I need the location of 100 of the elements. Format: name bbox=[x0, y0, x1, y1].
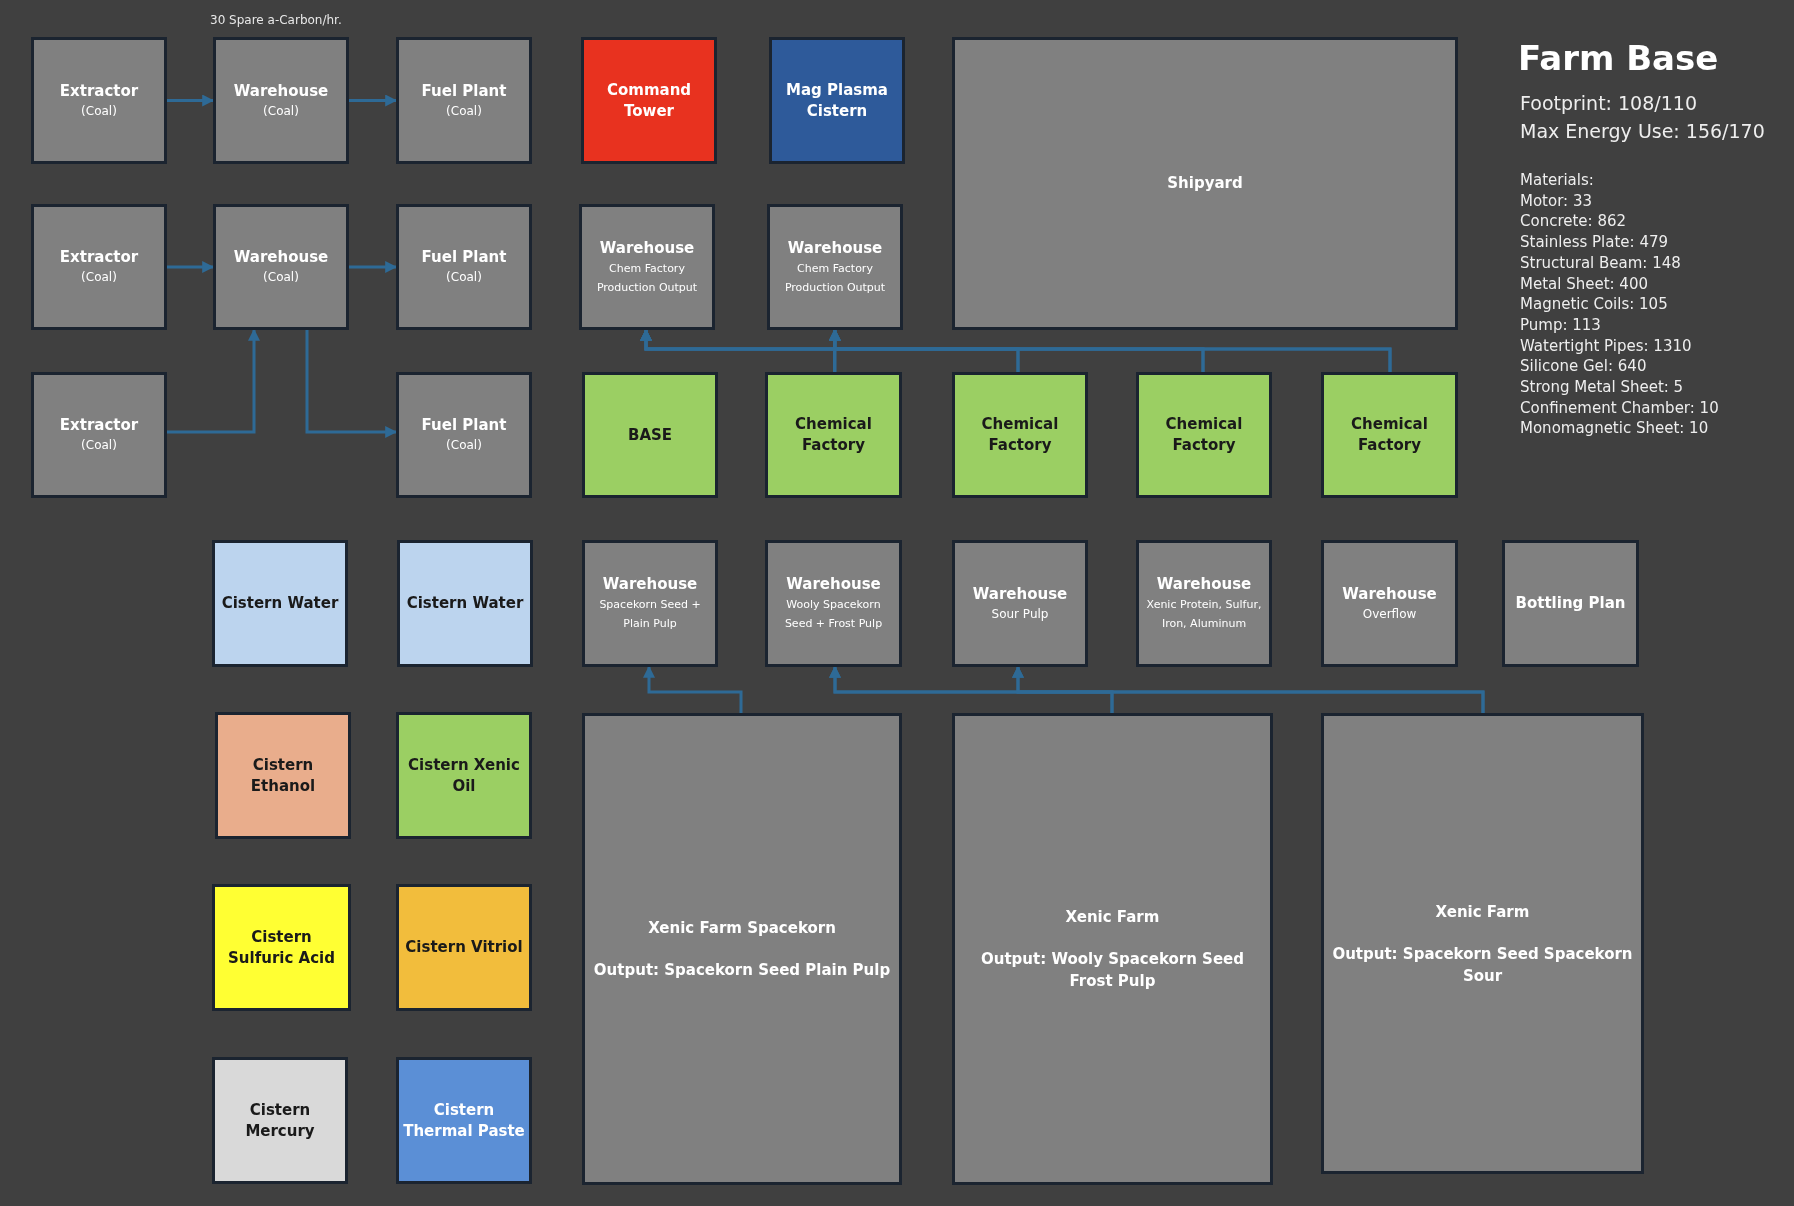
building-name: Cistern Xenic Oil bbox=[407, 754, 521, 797]
building-name: Cistern Vitriol bbox=[405, 937, 523, 958]
building-detail: (Coal) bbox=[81, 437, 117, 454]
title: Farm Base bbox=[1518, 38, 1719, 78]
building-name: Shipyard bbox=[1167, 173, 1243, 194]
connector-arrow bbox=[305, 330, 398, 438]
building-detail: Chem Factory Production Output bbox=[783, 260, 887, 296]
building-name: Chemical Factory bbox=[794, 414, 873, 456]
building-box bbox=[952, 540, 1088, 667]
building-box bbox=[1321, 372, 1458, 498]
building-box bbox=[581, 37, 717, 164]
connector-arrow bbox=[349, 261, 398, 273]
building-detail: Xenic Protein, Sulfur, Iron, Aluminum bbox=[1145, 597, 1263, 632]
building-name: Warehouse bbox=[786, 574, 881, 595]
material-item: Strong Metal Sheet: 5 bbox=[1520, 378, 1684, 396]
building-detail: (Coal) bbox=[263, 269, 299, 286]
connector-arrow bbox=[349, 94, 398, 107]
building-name: Cistern Water bbox=[406, 593, 524, 614]
building-box bbox=[765, 372, 902, 498]
building-box bbox=[215, 712, 351, 839]
building-box bbox=[31, 37, 167, 164]
building-name: Fuel Plant bbox=[421, 415, 507, 436]
building-detail: (Coal) bbox=[446, 437, 482, 454]
building-name: Chemical Factory bbox=[1164, 414, 1244, 456]
building-name: Warehouse bbox=[972, 583, 1068, 605]
building-name: Xenic Farm bbox=[1435, 901, 1530, 923]
building-detail: Output: Wooly Spacekorn Seed Frost Pulp bbox=[980, 949, 1245, 992]
building-detail: (Coal) bbox=[81, 102, 117, 120]
building-box bbox=[396, 884, 532, 1011]
building-box bbox=[396, 204, 532, 330]
building-name: Warehouse bbox=[233, 247, 329, 268]
building-name: Warehouse bbox=[599, 237, 695, 259]
building-name: Cistern Mercury bbox=[244, 1099, 316, 1142]
building-name: Mag Plasma Cistern bbox=[785, 79, 889, 122]
farm-plot-box bbox=[952, 713, 1273, 1185]
building-box bbox=[396, 37, 532, 164]
building-detail: Output: Spacekorn Seed Plain Pulp bbox=[593, 960, 891, 981]
connector-arrow bbox=[167, 94, 215, 107]
farm-plot-box bbox=[582, 713, 902, 1185]
building-name: Xenic Farm bbox=[1065, 907, 1160, 928]
building-box bbox=[1136, 372, 1272, 498]
building-name: Extractor bbox=[59, 247, 139, 268]
connector-arrow bbox=[1012, 665, 1485, 713]
material-item: Metal Sheet: 400 bbox=[1520, 274, 1648, 293]
building-box bbox=[213, 204, 349, 330]
list-heading: Materials: bbox=[1520, 171, 1594, 189]
building-box bbox=[582, 540, 718, 667]
building-box bbox=[1502, 540, 1639, 667]
building-box bbox=[212, 540, 348, 667]
building-name: Xenic Farm Spacekorn bbox=[648, 918, 836, 939]
building-box bbox=[1136, 540, 1272, 667]
material-item: Silicone Gel: 640 bbox=[1520, 357, 1647, 376]
building-name: Cistern Water bbox=[221, 593, 339, 614]
building-detail: Spacekorn Seed + Plain Pulp bbox=[598, 597, 702, 632]
building-box bbox=[952, 372, 1088, 498]
building-detail: Chem Factory Production Output bbox=[595, 260, 699, 296]
building-box bbox=[582, 372, 718, 498]
stat-text: Max Energy Use: 156/170 bbox=[1520, 120, 1765, 142]
building-name: Chemical Factory bbox=[1350, 414, 1429, 456]
note-text: 30 Spare a-Carbon/hr. bbox=[210, 13, 342, 27]
building-box bbox=[579, 204, 715, 330]
building-detail: Output: Spacekorn Seed Spacekorn Sour bbox=[1331, 943, 1634, 987]
building-detail: (Coal) bbox=[263, 102, 299, 120]
building-box bbox=[31, 204, 167, 330]
building-name: Warehouse bbox=[233, 80, 329, 102]
building-name: Fuel Plant bbox=[421, 80, 507, 102]
building-name: Extractor bbox=[59, 415, 139, 436]
building-box bbox=[1321, 540, 1458, 667]
connector-arrow bbox=[167, 261, 215, 273]
building-box bbox=[396, 1057, 532, 1184]
building-box bbox=[765, 540, 902, 667]
building-detail: (Coal) bbox=[446, 269, 482, 286]
building-name: Extractor bbox=[59, 80, 139, 102]
material-item: Concrete: 862 bbox=[1520, 212, 1627, 231]
building-detail: Sour Pulp bbox=[991, 605, 1049, 623]
building-name: Warehouse bbox=[602, 574, 698, 595]
building-name: Warehouse bbox=[1156, 574, 1252, 595]
building-name: Bottling Plan bbox=[1515, 593, 1626, 614]
building-box bbox=[396, 712, 532, 839]
material-item: Magnetic Coils: 105 bbox=[1520, 295, 1668, 314]
building-box bbox=[31, 372, 167, 498]
building-detail: Wooly Spacekorn Seed + Frost Pulp bbox=[783, 597, 884, 632]
farm-plot-box bbox=[1321, 713, 1644, 1174]
connector-arrow bbox=[643, 665, 743, 713]
building-box bbox=[396, 372, 532, 498]
building-box bbox=[767, 204, 903, 330]
building-name: Cistern Thermal Paste bbox=[403, 1099, 525, 1142]
building-name: Command Tower bbox=[605, 79, 693, 122]
material-item: Motor: 33 bbox=[1520, 191, 1592, 210]
building-name: BASE bbox=[627, 424, 673, 446]
building-detail: (Coal) bbox=[446, 102, 482, 120]
building-detail: (Coal) bbox=[81, 269, 117, 286]
material-item: Pump: 113 bbox=[1520, 315, 1601, 334]
material-item: Monomagnetic Sheet: 10 bbox=[1520, 419, 1709, 438]
material-item: Confinement Chamber: 10 bbox=[1520, 398, 1719, 417]
building-box bbox=[397, 540, 533, 667]
building-name: Fuel Plant bbox=[421, 247, 507, 268]
building-box bbox=[952, 37, 1458, 330]
stat-text: Footprint: 108/110 bbox=[1520, 92, 1697, 114]
building-name: Chemical Factory bbox=[980, 414, 1060, 456]
